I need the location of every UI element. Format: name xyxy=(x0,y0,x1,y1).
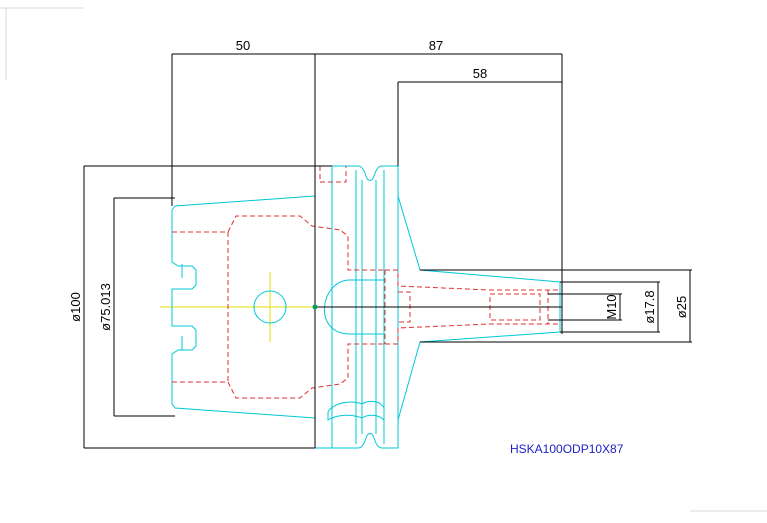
dimension-lines xyxy=(83,53,692,449)
dim-87-label: 87 xyxy=(429,38,443,53)
page-border xyxy=(0,7,767,512)
dim-m10-label: M10 xyxy=(604,294,619,319)
hidden-lines xyxy=(172,166,560,399)
dim-50-label: 50 xyxy=(236,38,250,53)
dim-dia25-label: ø25 xyxy=(674,296,689,318)
centerlines xyxy=(160,272,315,342)
dim-dia100-label: ø100 xyxy=(68,292,83,322)
origin-point xyxy=(312,304,318,310)
dim-58-label: 58 xyxy=(473,66,487,81)
dim-dia17-8-label: ø17.8 xyxy=(642,290,657,323)
part-designation: HSKA100ODP10X87 xyxy=(510,442,624,456)
dim-dia75-label: ø75.013 xyxy=(98,283,113,331)
